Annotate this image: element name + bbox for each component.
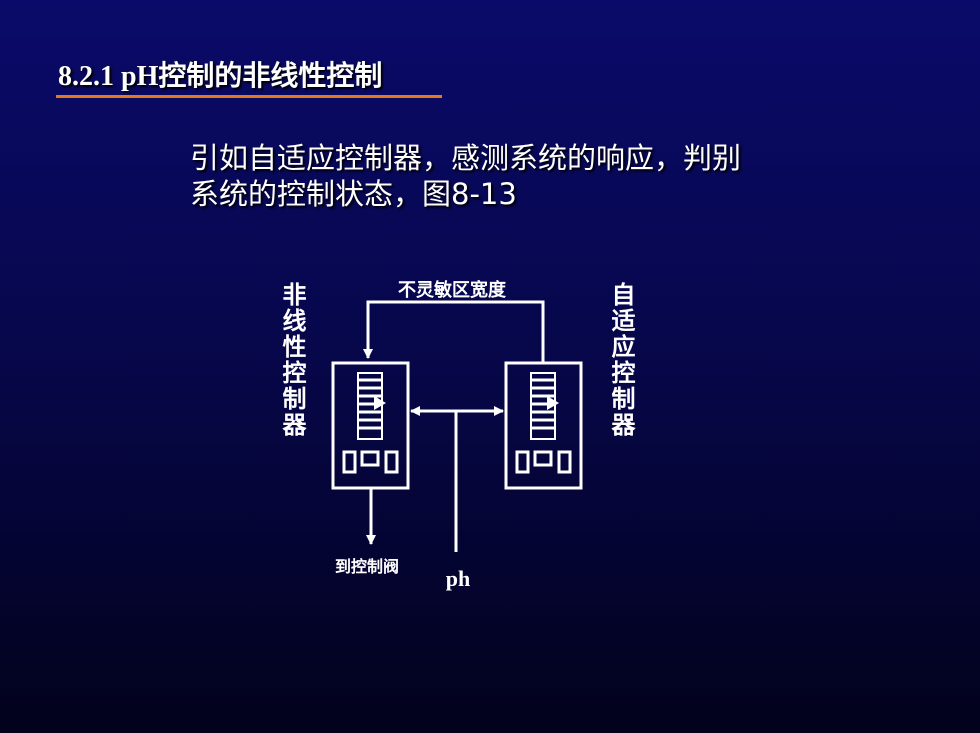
body-line-2: 系统的控制状态，图8-13 xyxy=(190,177,517,211)
adaptive-controller xyxy=(504,361,583,490)
to-control-valve-label: 到控制阀 xyxy=(335,557,399,576)
nonlinear-controller-buttons-icon xyxy=(342,450,399,474)
adaptive-controller-label: 自适应控制器 xyxy=(607,281,636,438)
slide-body: 引如自适应控制器，感测系统的响应，判别 系统的控制状态，图8-13 xyxy=(190,140,870,212)
ph-label: ph xyxy=(446,566,470,591)
body-line-1: 引如自适应控制器，感测系统的响应，判别 xyxy=(190,141,742,175)
nonlinear-controller xyxy=(331,361,410,490)
title-underline xyxy=(56,95,442,98)
nonlinear-controller-label: 非线性控制器 xyxy=(278,282,307,438)
adaptive-controller-scale-icon xyxy=(530,372,559,440)
slide-title: 8.2.1 pH控制的非线性控制 xyxy=(58,61,383,92)
deadband-width-label: 不灵敏区宽度 xyxy=(398,279,507,301)
nonlinear-controller-scale-icon xyxy=(357,372,386,440)
adaptive-controller-buttons-icon xyxy=(515,450,572,474)
deadband-feedback-line xyxy=(363,300,545,363)
